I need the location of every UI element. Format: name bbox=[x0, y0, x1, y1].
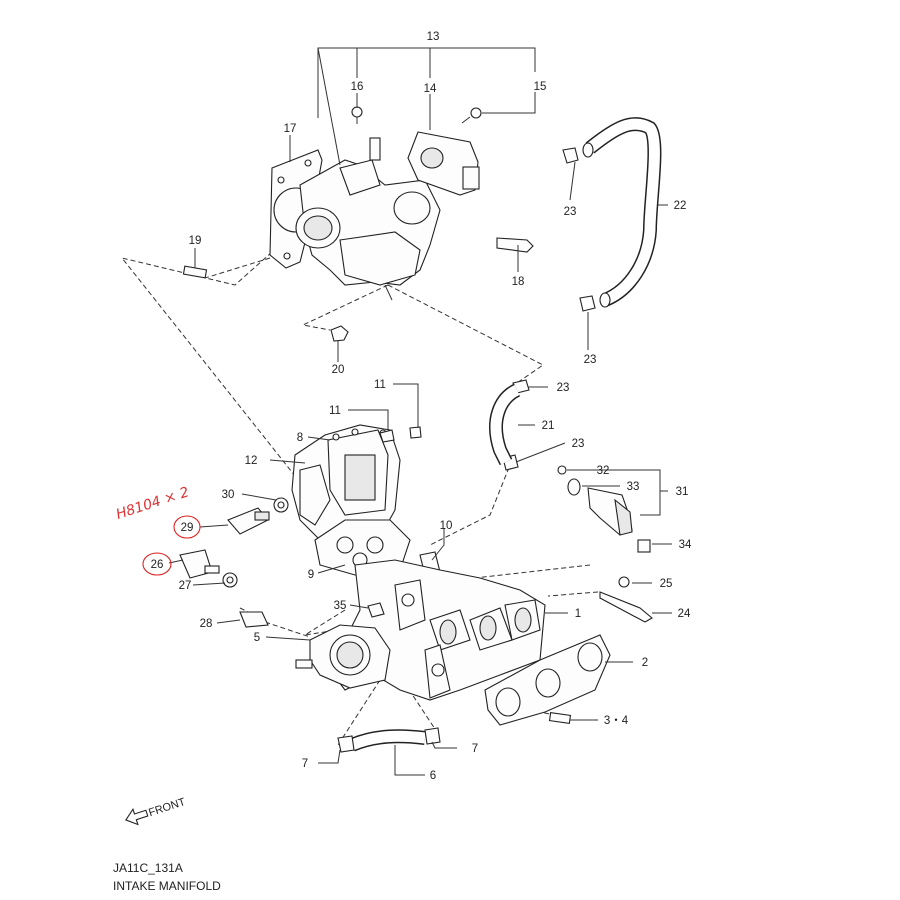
callout-7-b: 7 bbox=[472, 743, 478, 755]
throttle-position-sensor bbox=[407, 131, 480, 196]
hose-21 bbox=[489, 383, 521, 466]
callout-27: 27 bbox=[179, 580, 192, 592]
callout-17: 17 bbox=[284, 123, 297, 135]
callout-2: 2 bbox=[642, 657, 648, 669]
bolts-11 bbox=[379, 426, 422, 443]
callout-9: 9 bbox=[308, 569, 314, 581]
callout-12: 12 bbox=[245, 455, 258, 467]
callout-24: 24 bbox=[678, 608, 691, 620]
callout-25: 25 bbox=[660, 578, 673, 590]
callout-23-d: 23 bbox=[572, 438, 585, 450]
sensor-28 bbox=[239, 611, 269, 628]
callout-15: 15 bbox=[534, 81, 547, 93]
circle-mark-29 bbox=[173, 515, 201, 539]
callout-34: 34 bbox=[679, 539, 692, 551]
callout-20: 20 bbox=[332, 364, 345, 376]
callout-23-c: 23 bbox=[557, 382, 570, 394]
callout-16: 16 bbox=[351, 81, 364, 93]
callout-leaders bbox=[168, 47, 672, 776]
callout-23-b: 23 bbox=[584, 354, 597, 366]
front-direction-indicator: FRONT bbox=[125, 796, 187, 826]
callout-5: 5 bbox=[254, 632, 260, 644]
screws-16-15 bbox=[351, 106, 482, 124]
nut-35 bbox=[367, 602, 385, 618]
manifold-gasket bbox=[484, 634, 611, 726]
diagram-title: INTAKE MANIFOLD bbox=[113, 879, 221, 893]
callout-11-a: 11 bbox=[374, 379, 386, 391]
bolt-18 bbox=[496, 237, 534, 253]
callout-35: 35 bbox=[334, 600, 347, 612]
callout-21: 21 bbox=[542, 420, 555, 432]
hose-6 bbox=[349, 729, 426, 752]
callout-11-b: 11 bbox=[329, 405, 341, 417]
callout-18: 18 bbox=[512, 276, 525, 288]
handwritten-note: H8104 × 2 bbox=[114, 484, 191, 523]
callout-13: 13 bbox=[427, 31, 440, 43]
stud-3-4 bbox=[548, 712, 572, 724]
nut-20 bbox=[330, 325, 349, 342]
diagram-code: JA11C_131A bbox=[113, 861, 183, 875]
callout-23-a: 23 bbox=[564, 206, 577, 218]
sensor-29 bbox=[227, 507, 270, 535]
stud-19 bbox=[182, 265, 208, 279]
sensor-26 bbox=[179, 549, 220, 579]
callout-29: 29 bbox=[181, 522, 194, 534]
washer-30 bbox=[273, 497, 289, 513]
callout-31: 31 bbox=[676, 486, 689, 498]
callout-30: 30 bbox=[222, 489, 235, 501]
callout-33: 33 bbox=[627, 481, 640, 493]
callout-32: 32 bbox=[597, 465, 610, 477]
callout-28: 28 bbox=[200, 618, 213, 630]
hose-clamps-7 bbox=[337, 727, 441, 753]
callout-10: 10 bbox=[440, 520, 453, 532]
callout-8: 8 bbox=[297, 432, 303, 444]
callout-3-4: 3・4 bbox=[604, 715, 629, 727]
front-label: FRONT bbox=[147, 796, 187, 819]
diagram-caption: JA11C_131A INTAKE MANIFOLD bbox=[113, 861, 221, 893]
throttle-body-assembly bbox=[269, 137, 441, 301]
callout-22: 22 bbox=[674, 200, 687, 212]
intake-manifold bbox=[295, 559, 546, 701]
hose-22 bbox=[582, 117, 662, 308]
callout-6: 6 bbox=[430, 770, 436, 782]
idle-air-control-valve bbox=[291, 424, 401, 541]
washer-27 bbox=[222, 572, 238, 588]
bolt-25 bbox=[618, 576, 630, 588]
callout-14: 14 bbox=[424, 83, 437, 95]
bracket-24 bbox=[599, 591, 653, 623]
callout-numbers: 13 16 14 15 17 23 22 19 18 23 20 23 11 1… bbox=[151, 31, 692, 782]
callout-19: 19 bbox=[189, 235, 202, 247]
callout-7-a: 7 bbox=[302, 758, 308, 770]
circle-mark-26 bbox=[142, 552, 172, 576]
fuel-injector-assembly bbox=[557, 465, 651, 553]
front-arrow-icon bbox=[125, 807, 149, 826]
callout-1: 1 bbox=[575, 608, 581, 620]
callout-26: 26 bbox=[151, 559, 164, 571]
